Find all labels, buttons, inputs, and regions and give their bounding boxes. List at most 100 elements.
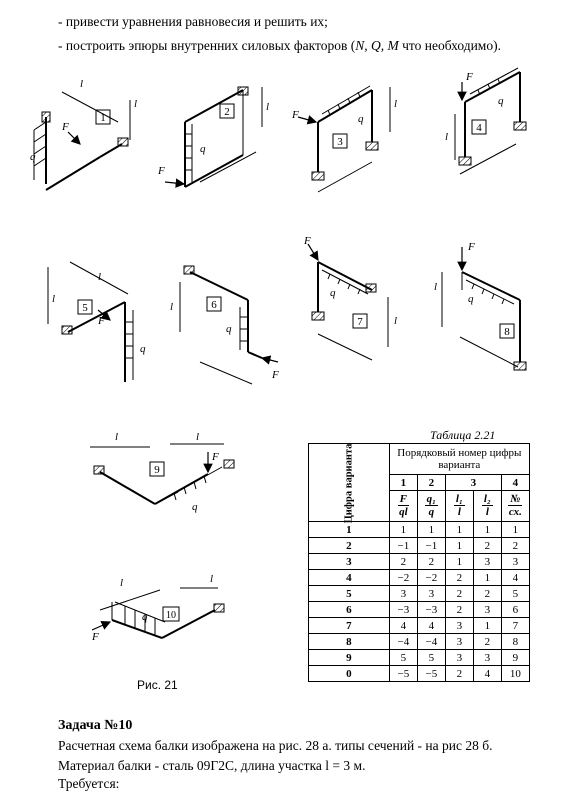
label-f-s9: F [211,451,219,463]
table-cell: −4 [388,633,418,650]
table-cell: 1 [388,521,418,538]
table-cell: −1 [388,537,418,554]
scheme-8-number: 8 [504,326,510,338]
label-l1-s8: l [434,281,437,293]
label-l1-s3: l [394,98,397,110]
table-cell: 3 [472,601,502,618]
table-cell: 3 [500,553,530,570]
table-cell: 2 [444,601,474,618]
instruction-diagrams-text: - построить эпюры внутренних силовых фак… [58,38,356,53]
table-cell: −5 [388,665,418,682]
scheme-3 [297,85,391,193]
col-symbol-denominator: ql [399,506,408,518]
scheme-10 [91,587,225,639]
label-l1-s1: l [80,78,83,90]
table-cell: 6 [500,601,530,618]
table-cell: 3 [388,585,418,602]
label-q1-s3: q [358,113,364,125]
scheme-8 [441,247,527,371]
label-l2-s10: l [210,573,213,585]
table-cell: −3 [388,601,418,618]
table-cell: 3 [472,649,502,666]
table-cell: 1 [472,521,502,538]
figure-caption: Рис. 21 [137,678,178,692]
table-cell: 1 [444,521,474,538]
col-symbol-denominator: l [485,506,489,518]
scheme-4-number: 4 [476,122,482,134]
task-line-2: Материал балки - сталь 09Г2С, длина учас… [58,758,366,773]
label-f-s4: F [465,71,473,83]
task-title: Задача №10 [58,718,133,733]
table-cell: 2 [444,665,474,682]
table-cell: 1 [472,569,502,586]
table-cell: 3 [444,649,474,666]
label-f-s5: F [97,315,105,327]
label-l1-s10: l [120,577,123,589]
scheme-2 [164,86,263,188]
table-cell: 9 [500,649,530,666]
row-number: 7 [308,617,390,634]
col-symbol-denominator: l [457,506,461,518]
label-l2-s1: l [134,98,137,110]
col-number-2: 2 [416,474,446,491]
label-q1-s5: q [140,343,146,355]
label-l1-s2: l [266,101,269,113]
table-cell: 1 [444,537,474,554]
table-cell: 2 [416,553,446,570]
col-symbol-numerator: № [508,493,523,506]
col-symbol-numerator: l₂ [481,493,493,506]
table-cell: 2 [500,537,530,554]
table-cell: 4 [388,617,418,634]
table-cell: 1 [472,617,502,634]
row-number: 5 [308,585,390,602]
table-cell: 10 [500,665,530,682]
instruction-equilibrium: - привести уравнения равновесия и решить… [58,14,328,29]
label-l1-s5: l [98,271,101,283]
row-number: 3 [308,553,390,570]
label-l2-s4: l [445,131,448,143]
table-cell: 4 [416,617,446,634]
label-q1-s2: q [200,143,206,155]
label-f-s8: F [467,241,475,253]
table-cell: −4 [416,633,446,650]
table-cell: 7 [500,617,530,634]
scheme-6 [179,265,279,385]
table-cell: 2 [472,585,502,602]
scheme-2-number: 2 [224,106,230,118]
row-number: 9 [308,649,390,666]
table-cell: 8 [500,633,530,650]
frame-schemes-figure: 1 2 3 [30,67,527,643]
col-number-4: 4 [500,474,530,491]
table-cell: −2 [416,569,446,586]
scheme-1-number: 1 [100,112,106,124]
table-cell: 4 [472,665,502,682]
scheme-1 [33,91,131,191]
table-cell: 1 [500,521,530,538]
label-l2-s9: l [196,431,199,443]
scheme-labels: l l q F l q F F q l F q l l l F q l q F … [30,71,504,643]
label-q1-s8: q [468,293,474,305]
row-number: 0 [308,665,390,682]
table-cell: 2 [444,569,474,586]
table-cell: −1 [416,537,446,554]
table-cell: 2 [472,633,502,650]
instruction-diagrams-symbols: N, Q, M [355,38,399,53]
col-number-1: 1 [388,474,418,491]
row-number: 4 [308,569,390,586]
label-q1-s1: q [30,151,36,163]
table-cell: 1 [444,553,474,570]
scheme-7-number: 7 [357,316,363,328]
col-symbol-numerator: l₁ [453,493,465,506]
table-cell: −2 [388,569,418,586]
label-l1-s9: l [115,431,118,443]
row-header-text: Цифра варианта [343,443,355,523]
col-symbol-numerator: q₁ [424,493,439,506]
label-f-s3: F [291,109,299,121]
